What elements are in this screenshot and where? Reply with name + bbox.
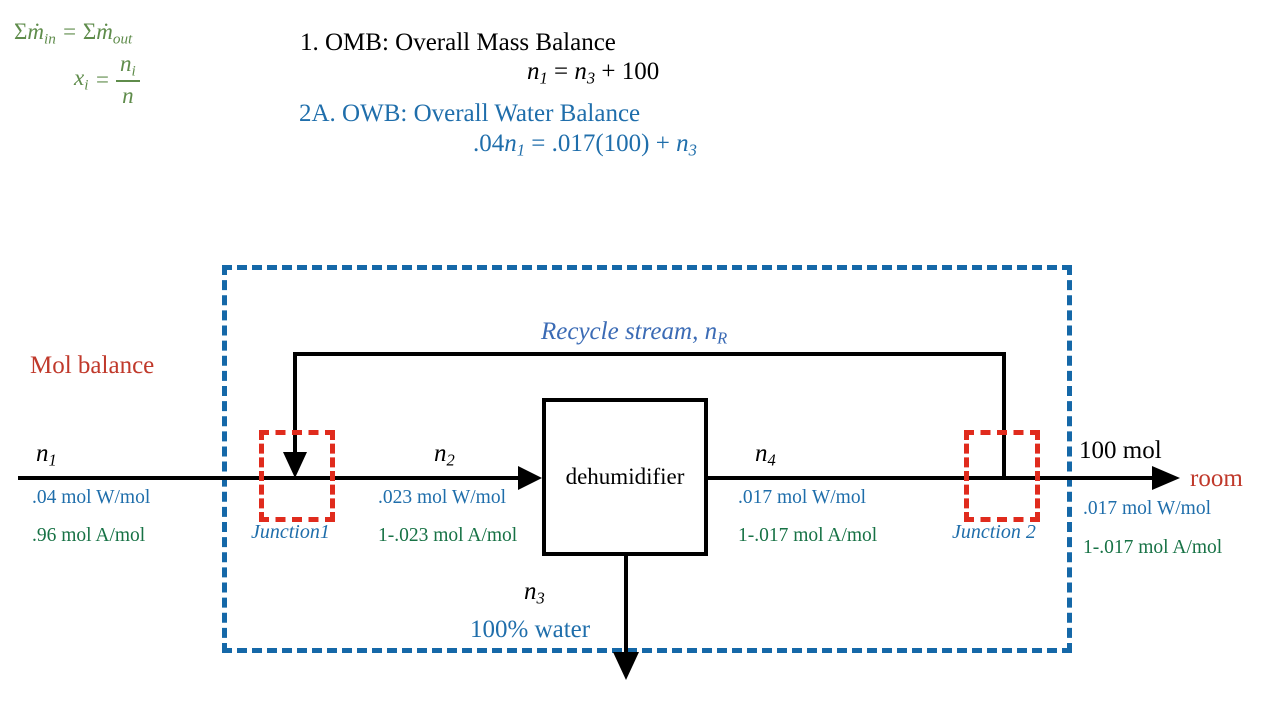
mass-balance-rhs: = Σṁout	[61, 19, 133, 48]
n3-down-line	[624, 556, 628, 666]
equals-sign: =	[94, 66, 110, 92]
owb-title: 2A. OWB: Overall Water Balance	[299, 100, 641, 127]
stream-n2-water: .023 mol W/mol	[378, 487, 507, 508]
stream-n4-water: .017 mol W/mol	[738, 487, 867, 508]
inlet-line-n1	[18, 476, 538, 480]
recycle-stream-text: Recycle stream, n	[541, 318, 718, 345]
stream-n4-subscript: 4	[767, 450, 776, 470]
stream-n4-air: 1-.017 mol A/mol	[738, 525, 878, 546]
dehumidifier-box: dehumidifier	[542, 398, 708, 556]
recycle-riser-line	[1002, 352, 1006, 480]
omb-equation: n1 = n3 + 100	[527, 58, 660, 88]
dehumidifier-label: dehumidifier	[565, 464, 685, 489]
mole-fraction-formula: xi = ni n	[74, 52, 140, 107]
stream-n1-water: .04 mol W/mol	[32, 487, 151, 508]
arrowhead-outlet-to-room	[1152, 466, 1180, 490]
stream-n4-label: n4	[755, 440, 776, 471]
stream-n2-symbol: n	[434, 440, 447, 467]
recycle-top-line	[293, 352, 1006, 356]
junction1-box	[259, 430, 335, 522]
stream-n1-symbol: n	[36, 440, 49, 467]
fraction-denominator: n	[122, 83, 134, 109]
stream-n2-label: n2	[434, 440, 455, 471]
junction2-label: Junction 2	[952, 521, 1036, 543]
stream-n1-air: .96 mol A/mol	[32, 525, 146, 546]
recycle-stream-subscript: R	[717, 328, 728, 348]
outlet-air: 1-.017 mol A/mol	[1083, 537, 1223, 558]
fraction-numerator: ni	[119, 51, 136, 80]
system-boundary	[222, 265, 1072, 653]
mol-balance-label: Mol balance	[30, 352, 155, 379]
stream-n4-symbol: n	[755, 440, 768, 467]
stream-n2-air: 1-.023 mol A/mol	[378, 525, 518, 546]
fraction-bar	[115, 80, 140, 83]
junction2-box	[964, 430, 1040, 522]
recycle-down-line	[293, 352, 297, 462]
outlet-room-label: room	[1190, 465, 1243, 492]
mole-fraction-lhs: xi	[74, 65, 89, 94]
mass-balance-formula: Σṁin = Σṁout	[14, 19, 133, 48]
stream-n1-subscript: 1	[48, 450, 57, 470]
stream-n3-symbol: n	[524, 578, 537, 605]
mass-balance-lhs: Σṁin	[14, 19, 56, 48]
stream-n3-composition: 100% water	[470, 616, 591, 643]
omb-title: 1. OMB: Overall Mass Balance	[300, 29, 616, 56]
stream-n3-subscript: 3	[536, 588, 545, 608]
junction1-label: Junction1	[251, 521, 330, 543]
outlet-line-n4	[707, 476, 1156, 480]
stream-n2-subscript: 2	[446, 450, 455, 470]
stream-n3-label: n3	[524, 578, 545, 609]
outlet-amount: 100 mol	[1079, 437, 1162, 464]
mole-fraction-fraction: ni n	[115, 51, 140, 109]
outlet-water: .017 mol W/mol	[1083, 498, 1212, 519]
stream-n1-label: n1	[36, 440, 57, 471]
recycle-stream-label: Recycle stream, nR	[541, 318, 727, 349]
owb-equation: .04n1 = .017(100) + n3	[473, 130, 697, 160]
